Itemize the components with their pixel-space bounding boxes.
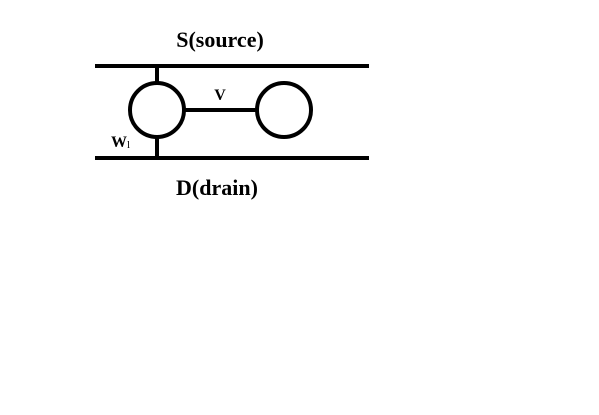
drain-label: D(drain) [176, 175, 258, 200]
left-node-circle [128, 81, 186, 139]
w-label: Wl [111, 134, 130, 151]
v-label: V [214, 87, 226, 104]
right-node-circle [255, 81, 313, 139]
source-label: S(source) [176, 27, 264, 52]
w-label-subscript: l [127, 139, 130, 151]
w-label-main: W [111, 134, 127, 151]
